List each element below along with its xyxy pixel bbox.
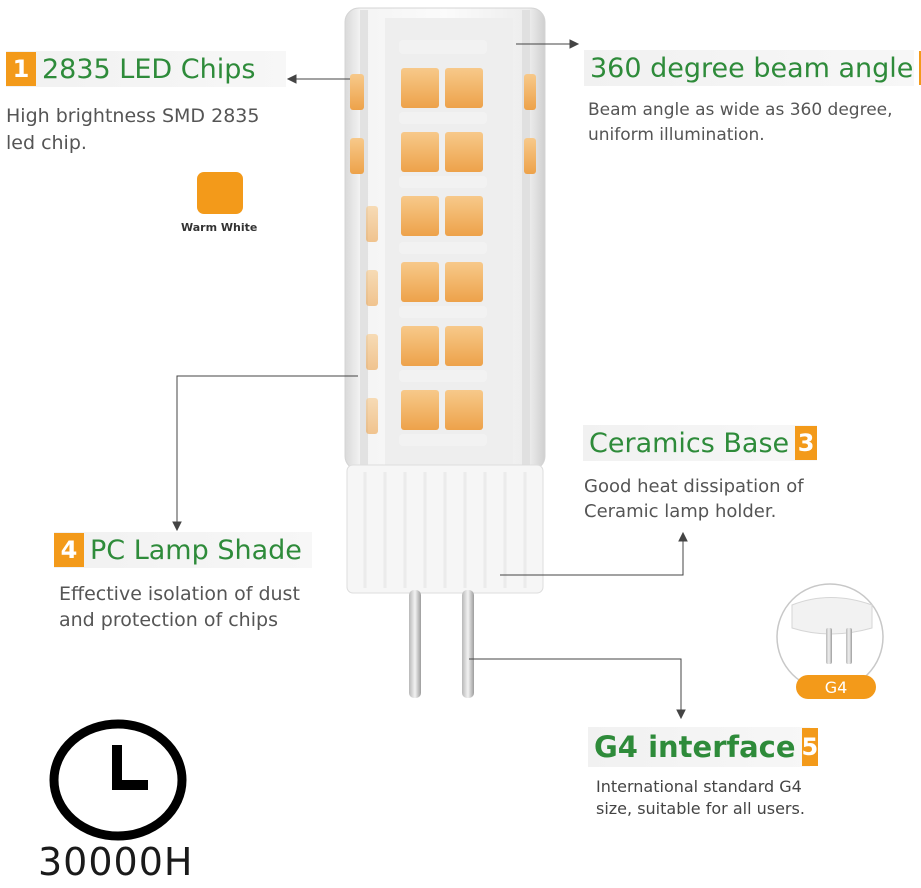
feature-5-desc-line1: International standard G4 bbox=[596, 777, 802, 796]
feature-2-number: 2 bbox=[919, 51, 921, 85]
feature-4-desc-line2: and protection of chips bbox=[59, 609, 278, 631]
feature-4-desc-line1: Effective isolation of dust bbox=[59, 583, 300, 605]
warm-white-swatch bbox=[197, 172, 243, 214]
feature-1-desc-line1: High brightness SMD 2835 bbox=[6, 105, 260, 127]
feature-5-header: G4 interface 5 bbox=[588, 727, 819, 767]
feature-1-number: 1 bbox=[6, 52, 36, 86]
led-bulb-illustration bbox=[344, 7, 546, 698]
feature-2-desc-line2: uniform illumination. bbox=[588, 125, 765, 145]
feature-2-description: Beam angle as wide as 360 degree, unifor… bbox=[588, 98, 893, 148]
feature-1-title: 2835 LED Chips bbox=[42, 53, 256, 85]
feature-4-description: Effective isolation of dust and protecti… bbox=[59, 581, 300, 633]
feature-5-description: International standard G4 size, suitable… bbox=[596, 776, 805, 820]
feature-3-description: Good heat dissipation of Ceramic lamp ho… bbox=[584, 474, 804, 524]
feature-3-number: 3 bbox=[795, 426, 817, 460]
feature-5-title: G4 interface bbox=[594, 730, 796, 764]
feature-1-header: 1 2835 LED Chips bbox=[6, 51, 286, 87]
feature-4-header: 4 PC Lamp Shade bbox=[54, 532, 312, 568]
feature-3-desc-line1: Good heat dissipation of bbox=[584, 476, 804, 497]
feature-1-desc-line2: led chip. bbox=[6, 132, 87, 154]
feature-4-number: 4 bbox=[54, 533, 84, 567]
feature-2-desc-line1: Beam angle as wide as 360 degree, bbox=[588, 100, 893, 120]
feature-5-number: 5 bbox=[801, 728, 819, 766]
g4-pin-inset bbox=[776, 583, 884, 691]
feature-5-desc-line2: size, suitable for all users. bbox=[596, 799, 805, 818]
feature-2-title: 360 degree beam angle bbox=[590, 52, 914, 84]
g4-badge: G4 bbox=[796, 675, 876, 699]
leader-lines bbox=[172, 39, 688, 720]
feature-2-header: 360 degree beam angle 2 bbox=[584, 50, 921, 86]
feature-3-desc-line2: Ceramic lamp holder. bbox=[584, 501, 777, 522]
feature-4-title: PC Lamp Shade bbox=[90, 534, 302, 566]
feature-3-header: Ceramics Base 3 bbox=[583, 425, 817, 461]
warm-white-label: Warm White bbox=[181, 221, 258, 234]
lifespan-hours: 30000H bbox=[38, 840, 194, 884]
clock-icon bbox=[49, 719, 187, 841]
feature-1-description: High brightness SMD 2835 led chip. bbox=[6, 103, 259, 157]
feature-3-title: Ceramics Base bbox=[589, 427, 790, 459]
